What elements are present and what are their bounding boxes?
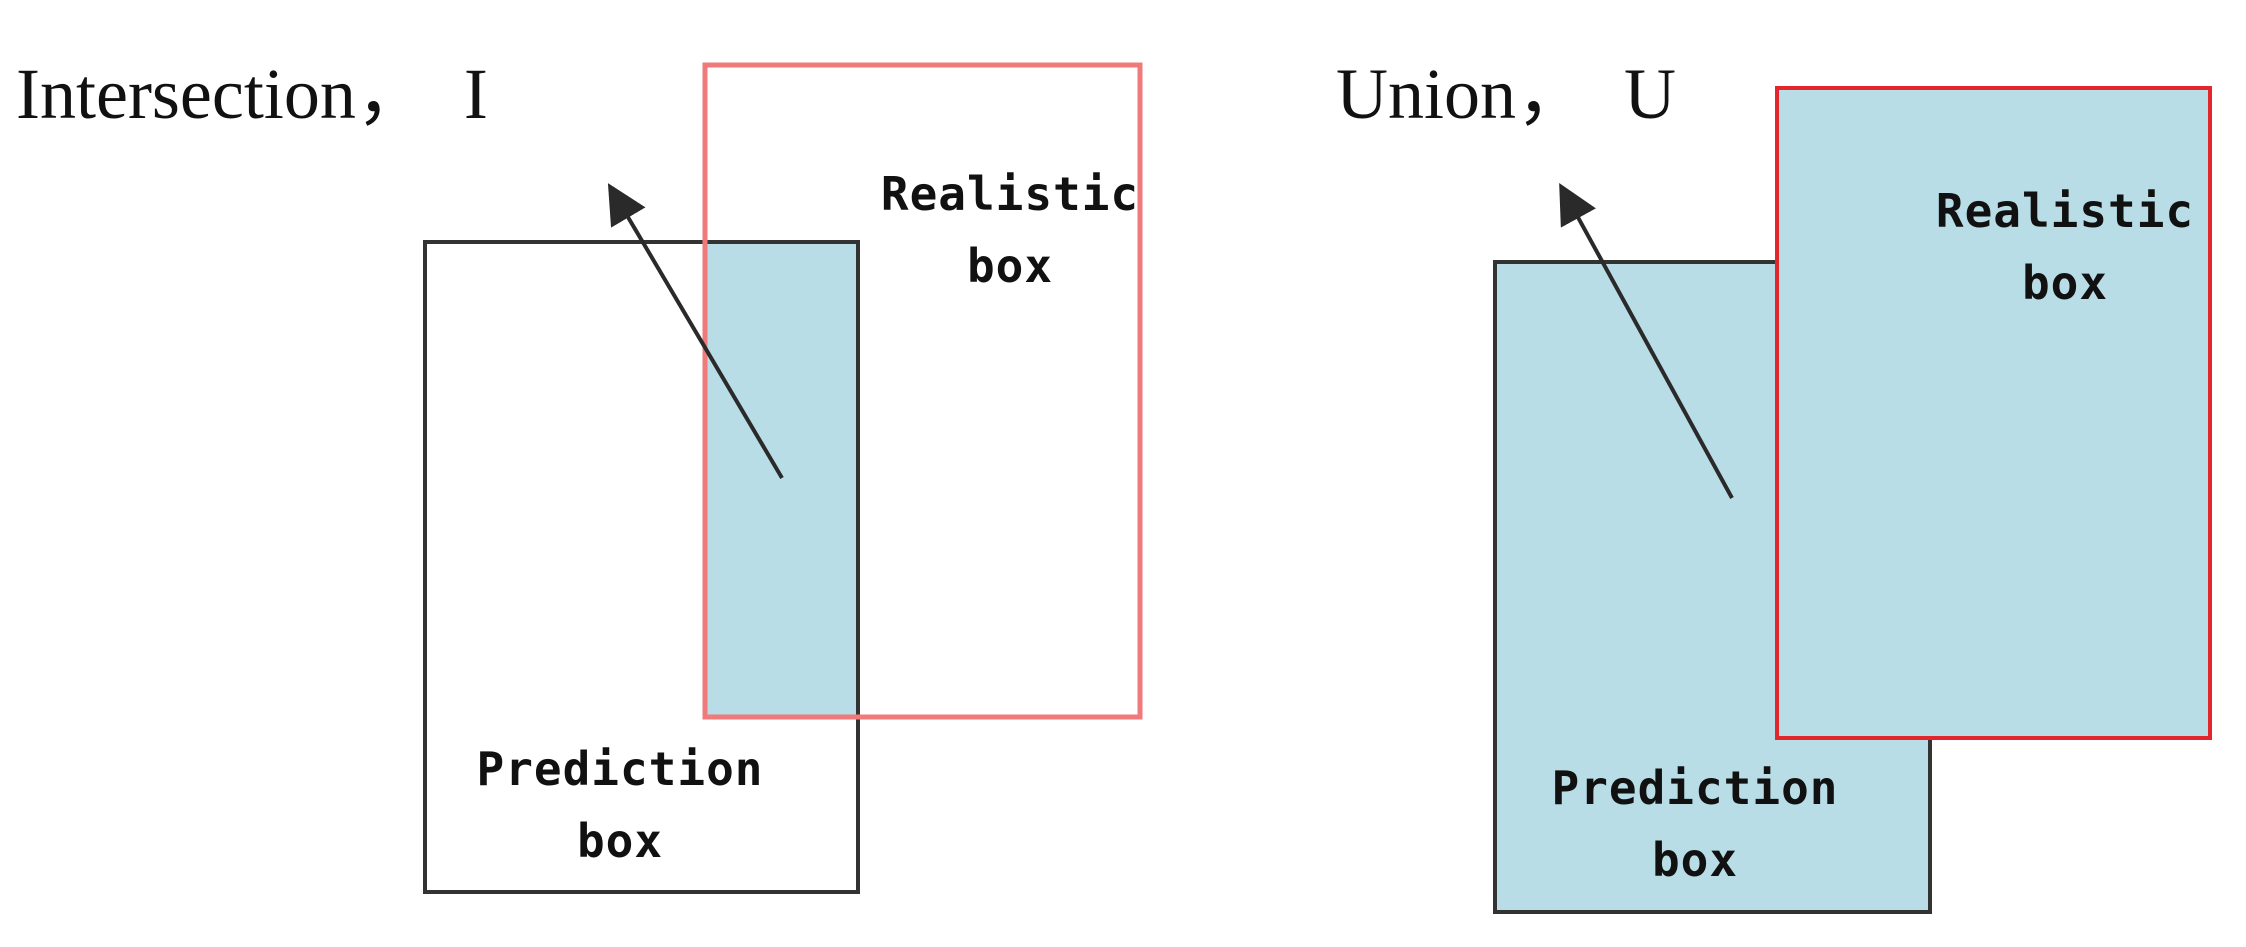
prediction-label-line1: Prediction xyxy=(1551,761,1839,815)
realistic-box-label: Realistic box xyxy=(1920,175,2210,319)
realistic-label-line1: Realistic xyxy=(880,167,1140,221)
union-title: Union， U xyxy=(1336,54,1676,134)
realistic-box xyxy=(702,62,1143,720)
pointer-arrow xyxy=(1559,182,1734,499)
prediction-box-label: Prediction box xyxy=(460,733,780,877)
pointer-arrow xyxy=(607,183,784,480)
prediction-label-line2: box xyxy=(576,814,664,868)
prediction-label-line2: box xyxy=(1651,833,1739,887)
prediction-box-label: Prediction box xyxy=(1530,752,1860,896)
realistic-label-line2: box xyxy=(966,239,1054,293)
realistic-box xyxy=(1775,86,2212,740)
realistic-box-label: Realistic box xyxy=(865,158,1155,302)
union-panel: Union， U Realistic box Prediction box xyxy=(1300,0,2246,947)
realistic-label-line2: box xyxy=(2021,256,2109,310)
union-diagram xyxy=(1493,86,2212,914)
prediction-label-line1: Prediction xyxy=(476,742,764,796)
intersection-area xyxy=(705,242,858,717)
intersection-title: Intersection， I xyxy=(16,54,488,134)
intersection-diagram xyxy=(423,62,1143,894)
intersection-panel: Intersection， I Realistic box Prediction… xyxy=(16,54,1155,894)
realistic-label-line1: Realistic xyxy=(1935,184,2195,238)
